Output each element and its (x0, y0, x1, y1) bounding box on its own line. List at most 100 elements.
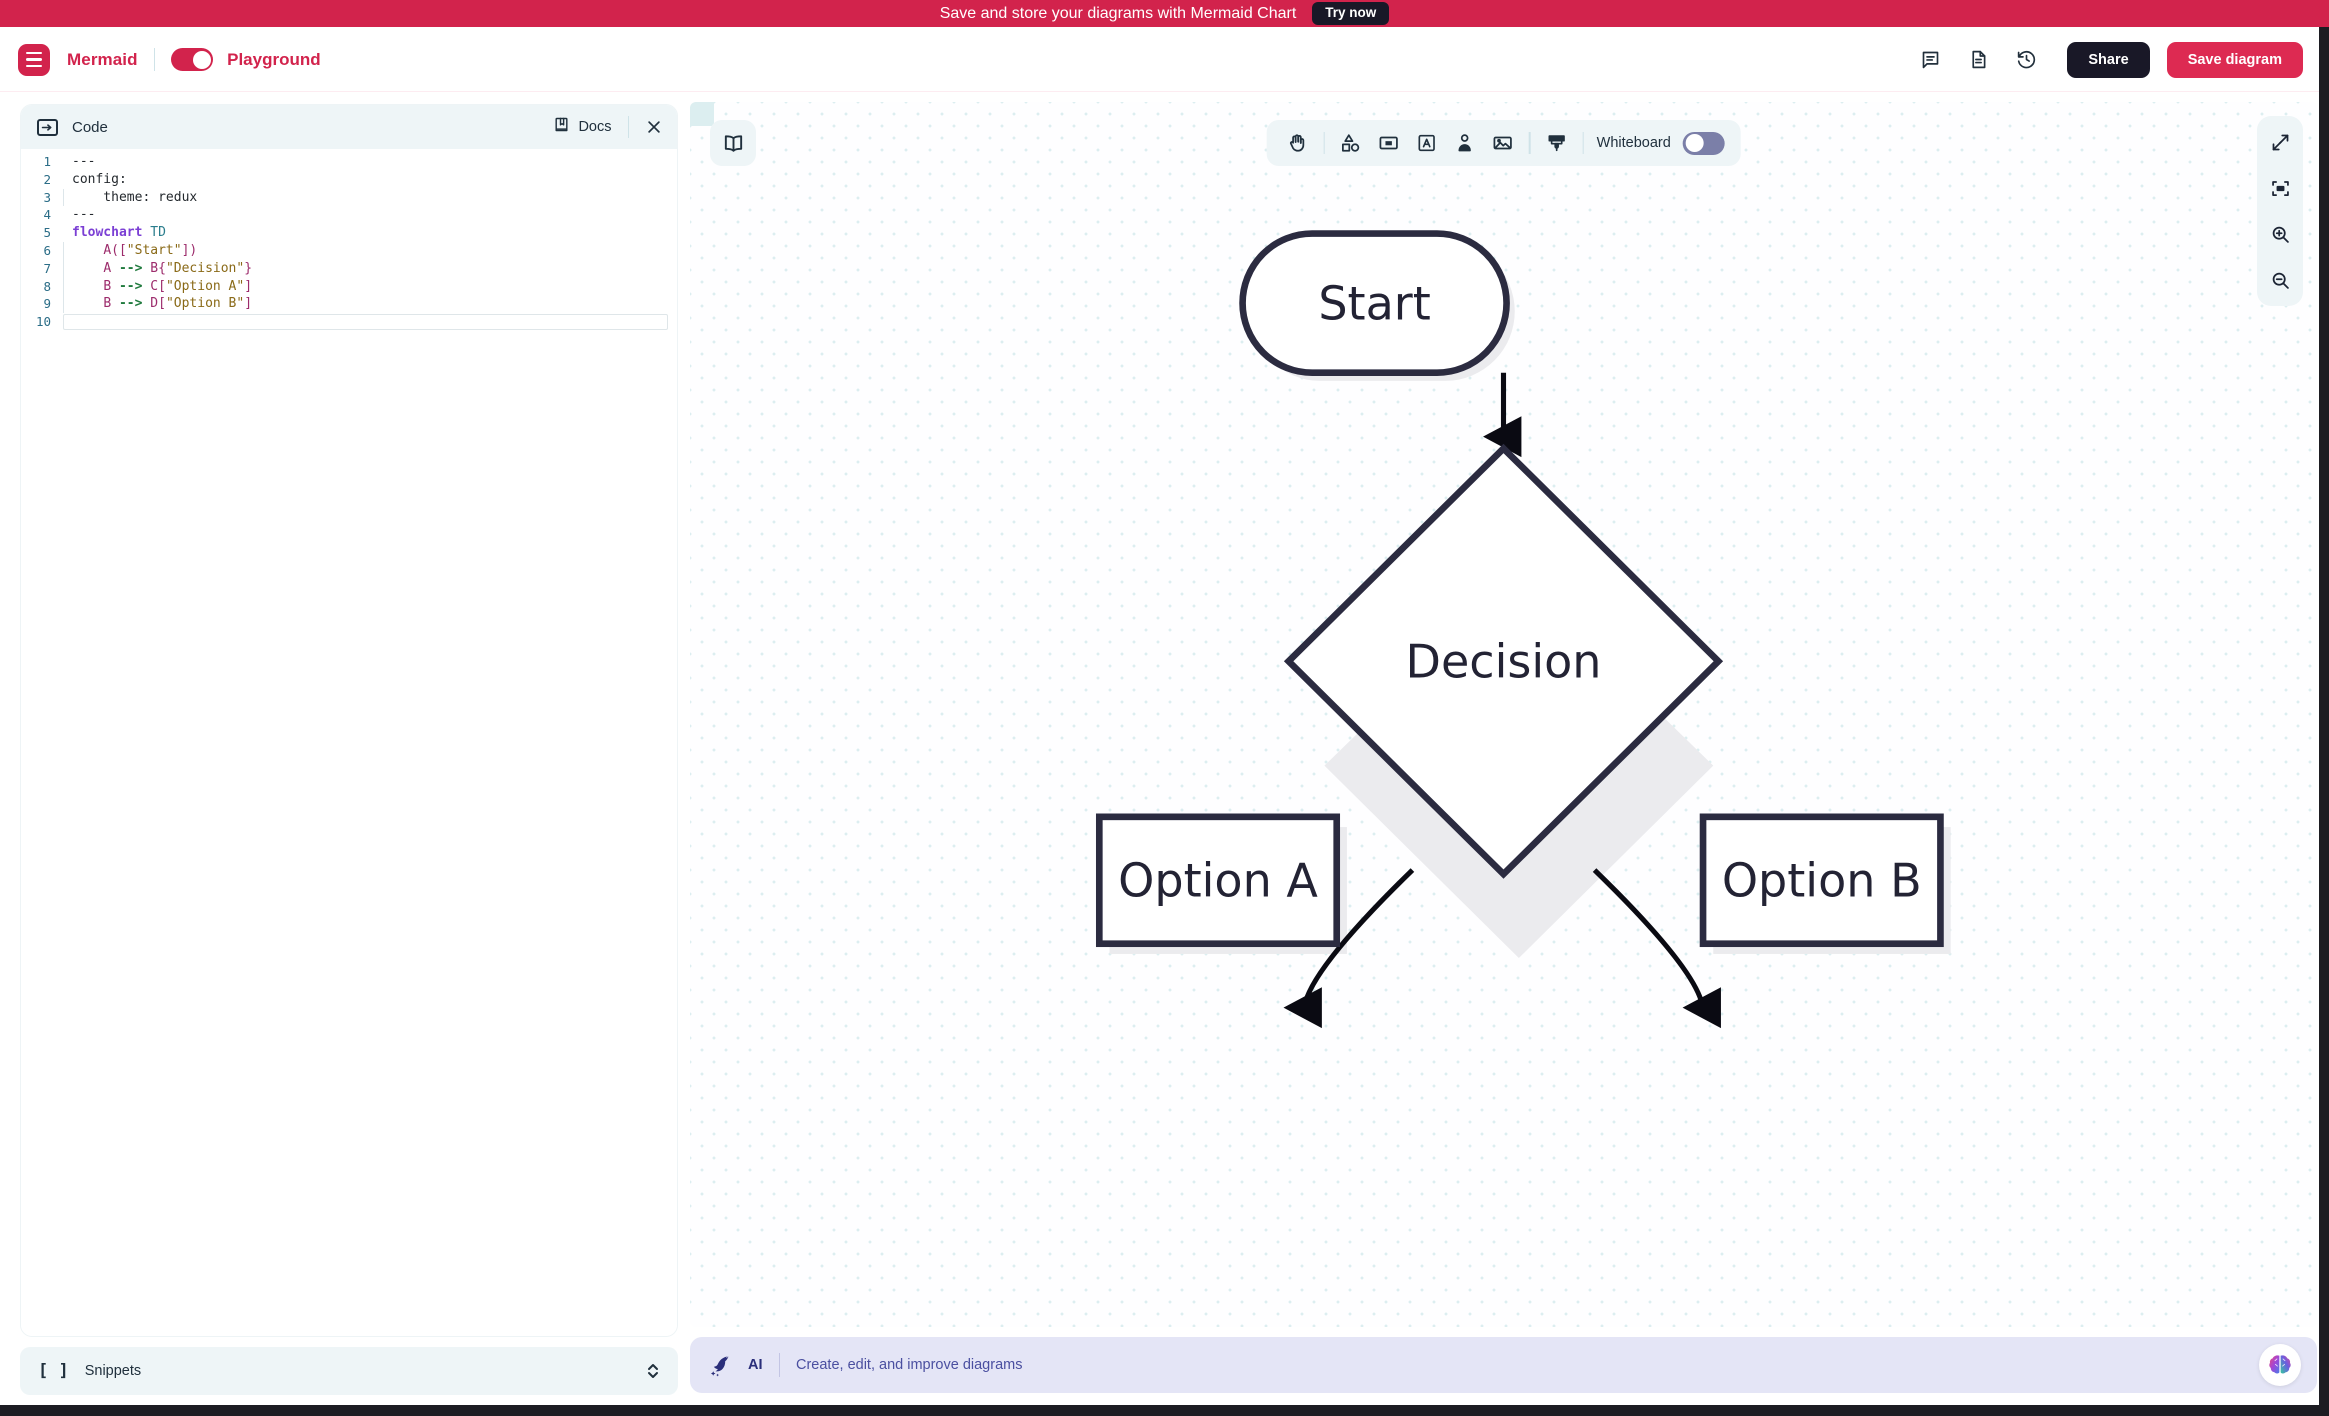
magnifier-plus-icon[interactable] (2263, 217, 2297, 251)
code-line-text: --- (72, 154, 96, 169)
code-line[interactable]: 5 flowchart TD (21, 224, 677, 242)
try-now-button[interactable]: Try now (1312, 2, 1390, 25)
line-number: 5 (43, 225, 51, 241)
brackets-icon: [ ] (38, 1361, 69, 1381)
expand-diagonal-icon[interactable] (2263, 125, 2297, 159)
line-number: 10 (35, 314, 51, 330)
line-number: 2 (43, 171, 51, 187)
flowchart-diagram: Start Decision Option A Option B (1095, 230, 1951, 1029)
code-line-text: theme: redux (63, 188, 197, 207)
editor-card: Code Docs 1 --- 2 config: 3 (20, 104, 678, 1337)
dolphin-sparkle-icon (706, 1350, 736, 1380)
docs-label: Docs (578, 119, 612, 135)
editor-title: Code (72, 118, 108, 136)
editor-header: Code Docs (21, 105, 677, 149)
code-line-text: A --> B{"Decision"} (63, 259, 252, 278)
navbar-divider (153, 48, 156, 71)
whiteboard-toggle[interactable] (1682, 131, 1725, 155)
fit-frame-icon[interactable] (2263, 171, 2297, 205)
diagram-canvas[interactable]: Start Decision Option A Option B (690, 102, 2317, 1327)
brand-label: Mermaid (67, 49, 138, 69)
code-line[interactable]: 3 theme: redux (21, 188, 677, 207)
node-option-a[interactable]: Option A (1095, 813, 1341, 948)
line-number: 3 (43, 189, 51, 205)
hand-icon[interactable] (1278, 124, 1316, 162)
docs-button[interactable]: Docs (553, 116, 612, 138)
workspace: Code Docs 1 --- 2 config: 3 (0, 92, 2329, 1405)
document-icon[interactable] (1963, 45, 1993, 75)
code-pane: Code Docs 1 --- 2 config: 3 (0, 92, 690, 1405)
chevron-updown-icon[interactable] (646, 1362, 660, 1380)
toolbar-divider (1323, 132, 1325, 154)
line-number: 1 (43, 154, 51, 169)
line-number: 4 (43, 207, 51, 223)
code-line[interactable]: 1 --- (21, 153, 677, 171)
text-a-icon[interactable] (1408, 124, 1446, 162)
paintbrush-icon[interactable] (1537, 124, 1575, 162)
whiteboard-label: Whiteboard (1596, 135, 1671, 151)
open-book-icon[interactable] (710, 120, 756, 166)
ai-prompt-placeholder[interactable]: Create, edit, and improve diagrams (796, 1357, 1023, 1373)
code-line[interactable]: 2 config: (21, 171, 677, 189)
close-icon[interactable] (645, 118, 663, 136)
ai-label: AI (748, 1357, 763, 1373)
code-line-text: --- (72, 207, 96, 223)
save-diagram-button[interactable]: Save diagram (2166, 41, 2303, 78)
code-line[interactable]: 10 (21, 313, 677, 331)
menu-icon[interactable] (18, 43, 50, 76)
top-navbar: Mermaid Playground Share Save diagram (0, 27, 2329, 92)
rectangle-icon[interactable] (1370, 124, 1408, 162)
node-option-b-label: Option B (1722, 854, 1922, 908)
snippets-label: Snippets (84, 1363, 142, 1379)
line-number: 6 (43, 242, 51, 258)
magnifier-minus-icon[interactable] (2263, 263, 2297, 297)
history-icon[interactable] (2011, 45, 2041, 75)
code-line-text: config: (72, 171, 127, 187)
person-pin-icon[interactable] (1446, 124, 1484, 162)
node-start-label: Start (1318, 277, 1430, 331)
playground-toggle[interactable] (171, 48, 214, 71)
promo-banner-text: Save and store your diagrams with Mermai… (939, 4, 1297, 22)
promo-banner: Save and store your diagrams with Mermai… (0, 0, 2329, 27)
code-line-text: A(["Start"]) (63, 241, 197, 260)
edges (1283, 372, 1721, 1029)
node-start[interactable]: Start (1239, 230, 1510, 377)
node-decision-label: Decision (1406, 635, 1602, 689)
code-line[interactable]: 8 B --> C["Option A"] (21, 277, 677, 296)
edge-b-c (1283, 868, 1415, 1029)
comment-icon[interactable] (1915, 45, 1945, 75)
code-line[interactable]: 9 B --> D["Option B"] (21, 295, 677, 314)
toolbar-divider-3 (1582, 132, 1584, 154)
zoom-controls (2257, 116, 2303, 306)
shapes-icon[interactable] (1332, 124, 1370, 162)
code-line-text (63, 314, 668, 331)
toolbar-divider-2 (1528, 132, 1531, 154)
ai-prompt-bar[interactable]: AI Create, edit, and improve diagrams (690, 1337, 2317, 1393)
node-option-b[interactable]: Option B (1699, 813, 1944, 948)
code-line[interactable]: 4 --- (21, 206, 677, 224)
line-number: 9 (43, 296, 51, 312)
code-icon (37, 118, 58, 136)
ai-divider (778, 1353, 780, 1377)
code-line-text: B --> C["Option A"] (63, 277, 252, 296)
share-button[interactable]: Share (2067, 41, 2150, 78)
image-icon[interactable] (1484, 124, 1522, 162)
diagram-pane: Start Decision Option A Option B (690, 92, 2329, 1405)
line-number: 8 (43, 278, 51, 294)
code-line[interactable]: 7 A --> B{"Decision"} (21, 259, 677, 278)
code-line-text: flowchart TD (72, 225, 166, 241)
line-number: 7 (43, 260, 51, 276)
edge-b-d (1592, 868, 1721, 1029)
playground-label: Playground (227, 49, 321, 69)
brain-icon[interactable] (2259, 1344, 2301, 1386)
code-line-text: B --> D["Option B"] (63, 295, 252, 314)
bottom-strip (0, 1405, 2329, 1416)
node-decision[interactable]: Decision (1283, 443, 1724, 879)
editor-header-divider (627, 116, 629, 138)
snippets-bar[interactable]: [ ] Snippets (20, 1347, 678, 1395)
book-icon (553, 116, 570, 138)
code-line[interactable]: 6 A(["Start"]) (21, 241, 677, 260)
canvas-toolbar: Whiteboard (1266, 120, 1741, 166)
right-edge-strip (2319, 27, 2329, 1416)
